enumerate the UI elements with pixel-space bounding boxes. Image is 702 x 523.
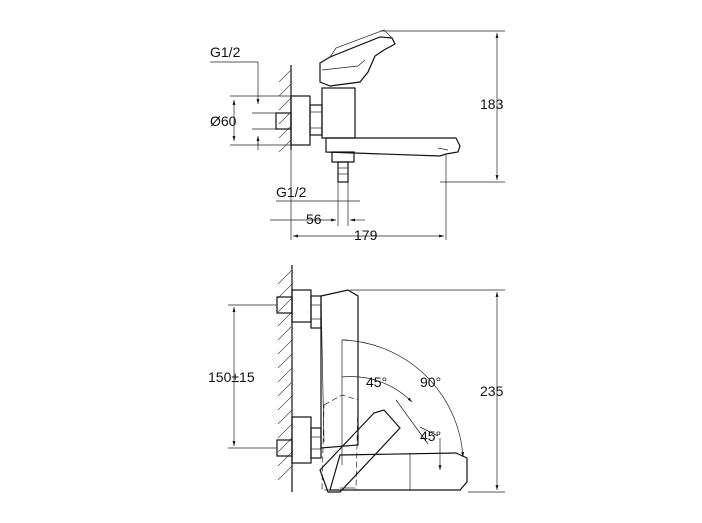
lower-nut: [310, 427, 322, 459]
label-56: 56: [306, 211, 322, 227]
upper-nut: [310, 295, 322, 329]
label-angle-45-b: 45°: [420, 428, 441, 444]
label-angle-45-a: 45°: [366, 374, 387, 390]
label-height-183: 183: [480, 96, 504, 112]
front-view: 45° 90° 45° 150±15 235: [208, 265, 505, 493]
label-g12-top: G1/2: [210, 44, 241, 60]
label-diameter: Ø60: [210, 113, 237, 129]
lever-rotated: [319, 409, 401, 493]
spout: [325, 137, 461, 157]
label-150: 150±15: [208, 369, 255, 385]
label-angle-90: 90°: [420, 374, 441, 390]
mixer-body-front: [320, 289, 359, 449]
upper-flange: [291, 289, 312, 323]
lower-flange: [291, 416, 312, 464]
lever-handle: [319, 36, 396, 87]
outlet-pipe: [337, 161, 349, 183]
hex-nut: [309, 104, 323, 136]
label-179: 179: [354, 227, 378, 243]
side-view: G1/2 Ø60 183 G1/2 56 179: [210, 29, 505, 243]
wall-bottom: [277, 265, 293, 492]
wall-top: [278, 65, 292, 153]
inlet-thread: [275, 112, 292, 130]
label-235: 235: [480, 383, 504, 399]
diverter-nut: [331, 151, 355, 163]
lever-horizontal: [329, 452, 468, 491]
wall-flange: [290, 95, 311, 146]
mixer-body: [321, 87, 356, 139]
lower-inlet-thread: [276, 439, 293, 457]
